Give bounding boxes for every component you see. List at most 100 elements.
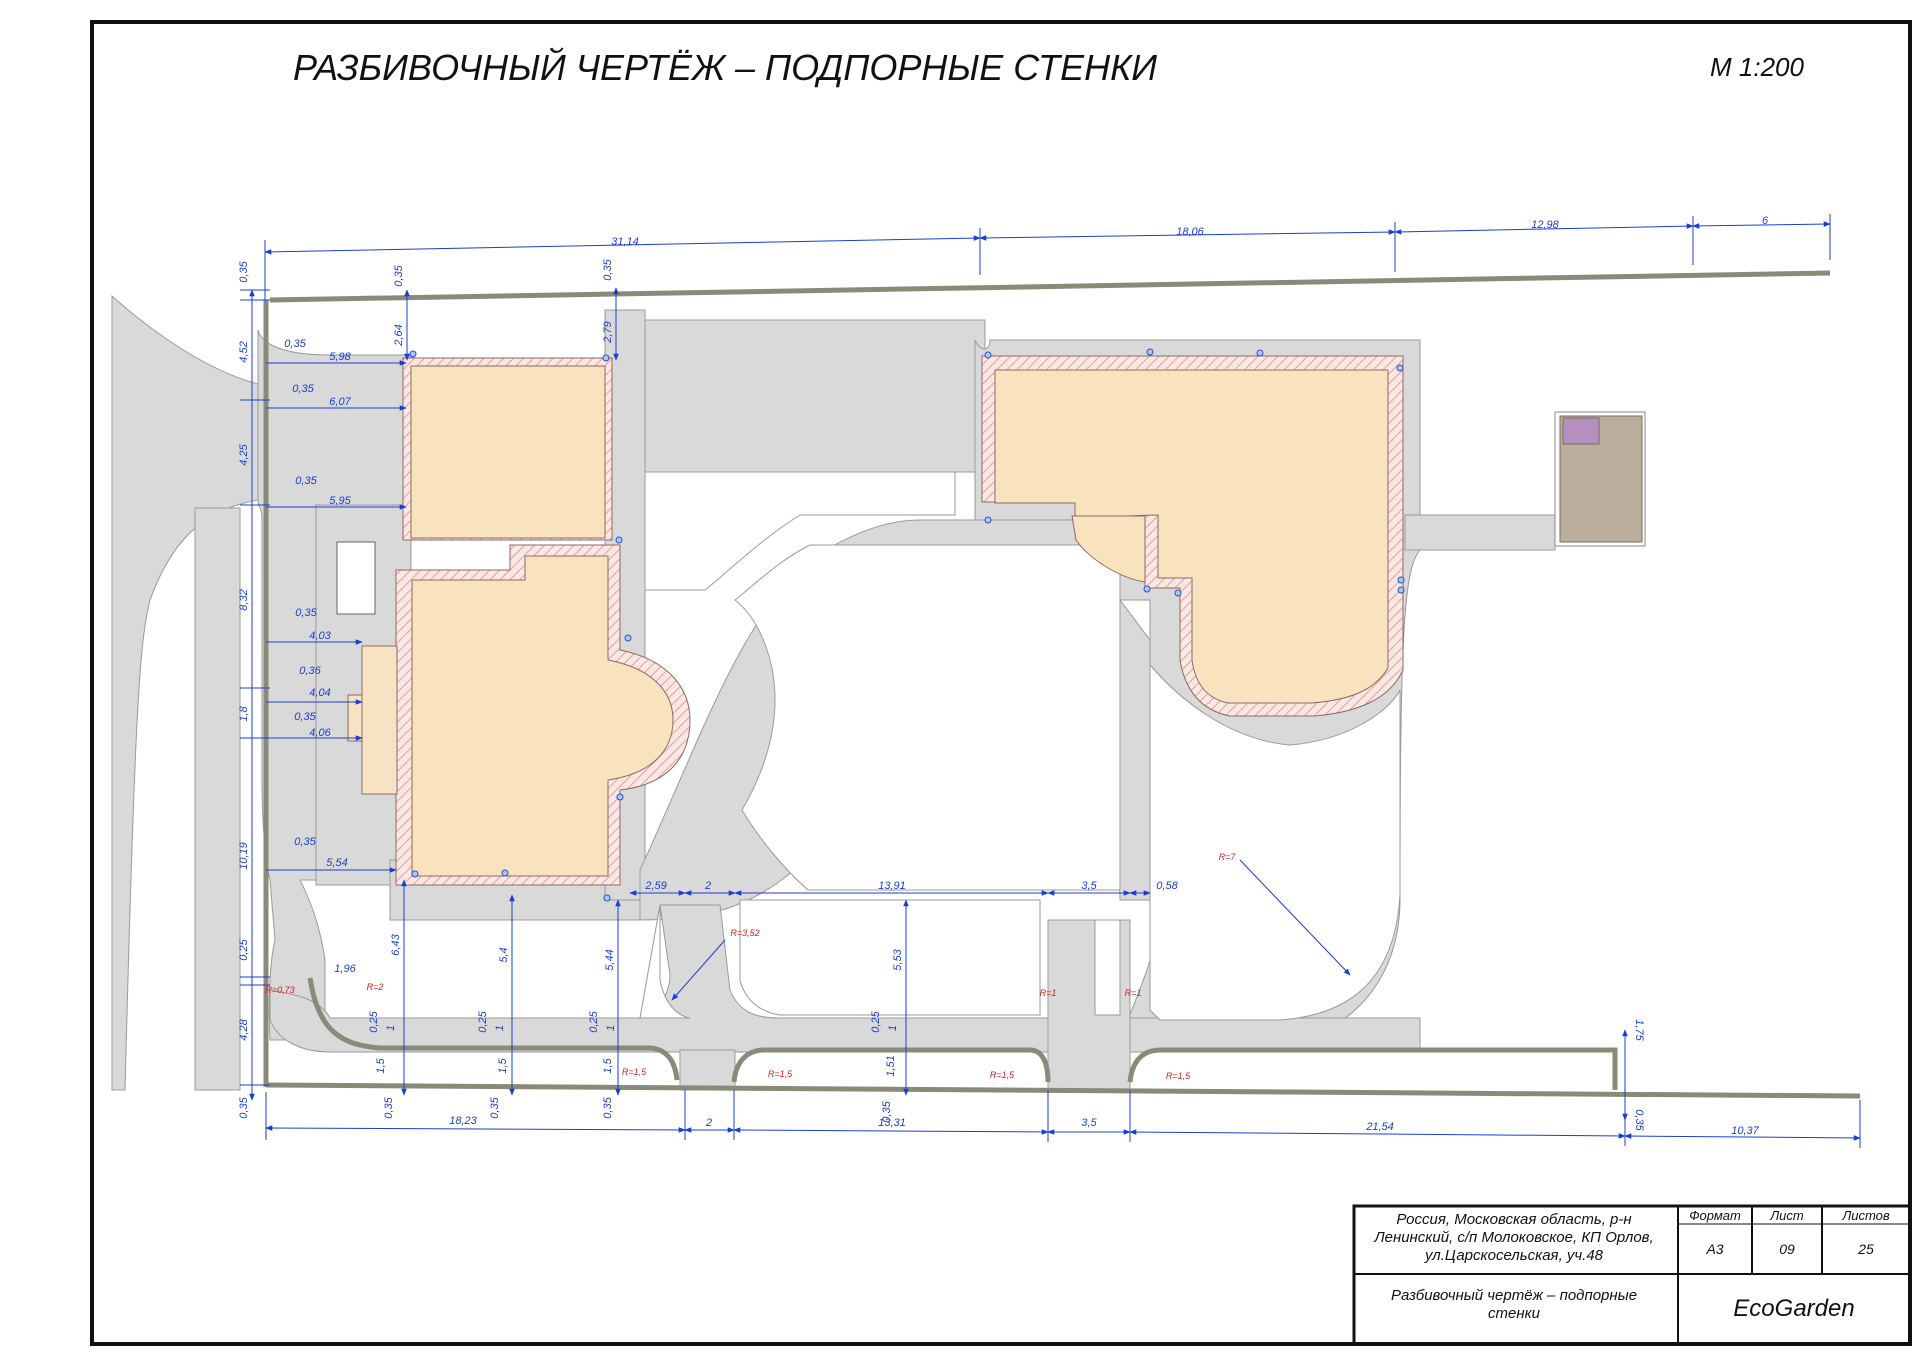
- dim-h-7: 0,35: [295, 607, 317, 619]
- dim-w-5: 0,25: [477, 1010, 489, 1032]
- lamp: [984, 351, 992, 359]
- dim-w-14: 1: [887, 1025, 899, 1031]
- company-name: EcoGarden: [1733, 1295, 1854, 1322]
- walk-south-connector-1: [679, 1049, 736, 1091]
- address-line-2: Ленинский, с/п Молоковское, КП Орлов,: [1373, 1229, 1653, 1246]
- dim-w-1: 0,25: [368, 1010, 380, 1032]
- dim-bottom-5: 21,54: [1365, 1121, 1394, 1133]
- house-1-annex: [336, 541, 376, 615]
- walls: [263, 270, 1861, 1099]
- dimension-lines: [240, 214, 1861, 1148]
- dim-top-3: 12,98: [1531, 219, 1559, 231]
- dim-h-9: 0,36: [299, 665, 321, 677]
- lawn-courtyard: [734, 544, 1121, 891]
- dim-line: [265, 1125, 686, 1133]
- dim-h-4: 6,07: [329, 396, 351, 408]
- dim-w-2: 1: [385, 1025, 397, 1031]
- sheet-label: Лист: [1769, 1208, 1804, 1223]
- radius-6: R=1,5: [990, 1070, 1015, 1080]
- dim-top-2: 18,06: [1176, 226, 1204, 238]
- lamp: [1397, 586, 1405, 594]
- scale-label: М 1:200: [1710, 52, 1804, 82]
- dim-w-9: 0,25: [588, 1010, 600, 1032]
- lamp: [1396, 364, 1404, 372]
- entry-step: [347, 694, 363, 742]
- walk-shed: [1404, 514, 1556, 551]
- dim-w-4: 0,35: [383, 1096, 395, 1118]
- dim-v-3: 5,44: [604, 949, 616, 970]
- dim-mid-1: 2,59: [644, 880, 666, 892]
- dim-left-4: 8,32: [238, 589, 250, 610]
- dim-h-6: 5,95: [329, 495, 351, 507]
- dim-w-6: 1: [494, 1025, 506, 1031]
- lamp: [1143, 585, 1151, 593]
- dim-line: [1624, 1133, 1861, 1141]
- dim-top-4: 6: [1762, 215, 1769, 227]
- radius-3: R=3,52: [730, 928, 759, 938]
- lamps: [409, 348, 1405, 902]
- dim-line: [1129, 1129, 1626, 1139]
- sheet-name-line-2: стенки: [1488, 1305, 1541, 1322]
- walk-lower: [269, 904, 1421, 1053]
- dim-w-15: 1,51: [885, 1055, 897, 1076]
- lawns: [639, 471, 1401, 1021]
- dim-left-9: 0,35: [238, 1096, 250, 1118]
- lawn-south: [739, 899, 1041, 1016]
- dim-line: [733, 1127, 1049, 1135]
- radius-7: R=1,5: [1166, 1071, 1191, 1081]
- dim-h-12: 4,06: [309, 727, 331, 739]
- dim-h-2: 5,98: [329, 351, 351, 363]
- sheet-name-line-1: Разбивочный чертёж – подпорные: [1391, 1287, 1637, 1304]
- dim-v-2: 5,4: [498, 947, 510, 962]
- lamp: [1397, 576, 1405, 584]
- lamp: [1146, 348, 1154, 356]
- dim-bottom-2: 2: [705, 1117, 712, 1129]
- dim-w-3: 1,5: [375, 1057, 387, 1073]
- house-2-bay: [1071, 515, 1146, 583]
- lawn-north: [644, 471, 956, 591]
- south-fence: [265, 1082, 1861, 1099]
- dim-left-8: 4,28: [238, 1018, 250, 1040]
- dim-bottom-6: 10,37: [1731, 1125, 1759, 1137]
- house-1-main: [411, 555, 674, 877]
- dim-right-2: 0,35: [1633, 1109, 1645, 1131]
- entrance-drive: [111, 294, 259, 1091]
- dim-line: [979, 229, 1396, 241]
- dim-left-3: 4,25: [238, 443, 250, 465]
- dim-right-1: 1,75: [1633, 1019, 1645, 1041]
- sheet-frame: [90, 20, 1912, 1346]
- lamp: [616, 793, 624, 801]
- lamp: [501, 869, 509, 877]
- address-line-3: ул.Царскосельская, уч.48: [1424, 1247, 1604, 1264]
- dim-bottom-1: 18,23: [449, 1115, 477, 1127]
- dim-left-7: 0,25: [238, 938, 250, 960]
- dim-w-8: 0,35: [489, 1096, 501, 1118]
- dim-h-15: 1,96: [334, 963, 356, 975]
- radius-10: R=7: [1219, 852, 1237, 862]
- dim-mid-3: 13,91: [878, 880, 906, 892]
- retaining-wall-3: [1127, 1047, 1618, 1090]
- radius-leader: [671, 939, 726, 1001]
- dim-line: [264, 235, 981, 255]
- dim-h-1: 0,35: [284, 338, 306, 350]
- dim-h-13: 0,35: [294, 836, 316, 848]
- title-block: [1352, 1204, 1912, 1346]
- dim-w-11: 1,5: [602, 1057, 614, 1073]
- dim-mid-5: 0,58: [1156, 880, 1178, 892]
- radius-9: R=1: [1125, 988, 1142, 998]
- dim-w-12: 0,35: [602, 1096, 614, 1118]
- dim-col-3: 0,35: [602, 258, 614, 280]
- lamp: [624, 634, 632, 642]
- dim-h-8: 4,03: [309, 630, 331, 642]
- format-value: А3: [1705, 1241, 1723, 1257]
- dim-left-5: 1,8: [238, 705, 250, 721]
- dim-w-16: 0,35: [881, 1100, 893, 1122]
- title-block-text: Россия, Московская область, р-н Ленински…: [1373, 1208, 1890, 1322]
- dim-w-10: 1: [605, 1025, 617, 1031]
- lamp: [411, 870, 419, 878]
- lamp: [1256, 349, 1264, 357]
- dim-h-5: 0,35: [295, 475, 317, 487]
- dim-w-13: 0,25: [870, 1010, 882, 1032]
- lawn-east: [1149, 663, 1401, 1021]
